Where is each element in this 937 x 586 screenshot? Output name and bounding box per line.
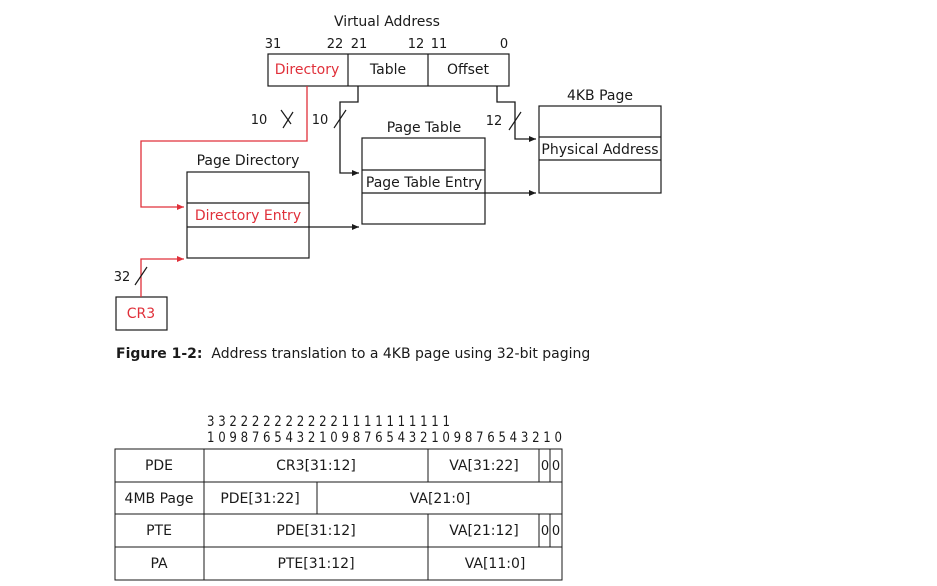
row-pte-zero-2: 0 [552, 524, 560, 539]
figure-caption: Figure 1-2: Address translation to a 4KB… [116, 346, 590, 362]
row-pa-va: VA[11:0] [465, 556, 526, 572]
row-pde-zero-2: 0 [552, 459, 560, 474]
bit-12: 12 [408, 37, 425, 52]
row-name-pa: PA [150, 556, 168, 572]
page-4kb-box [538, 105, 662, 194]
row-pde-zero-1: 0 [541, 459, 549, 474]
offset-width-label: 12 [486, 114, 503, 129]
figure-caption-text: Address translation to a 4KB page using … [211, 346, 591, 362]
table-index-path [339, 86, 359, 176]
page-directory-title: Page Directory [197, 153, 300, 169]
row-name-pte: PTE [146, 523, 172, 539]
row-pde-cr3: CR3[31:12] [276, 458, 356, 474]
bit-21: 21 [351, 37, 368, 52]
row-pa-pte: PTE[31:12] [277, 556, 354, 572]
row-pte-va: VA[21:12] [449, 523, 519, 539]
va-field-directory: Directory [275, 62, 340, 78]
row-4mb-pde: PDE[31:22] [220, 491, 299, 507]
offset-path [496, 86, 536, 142]
cr3-box [115, 296, 168, 331]
row-pte-pde: PDE[31:12] [276, 523, 355, 539]
page-table-entry: Page Table Entry [366, 175, 482, 191]
row-name-pde: PDE [145, 458, 173, 474]
bit-11: 11 [431, 37, 448, 52]
bit-index-tens: 3 3 2 2 2 2 2 2 2 2 2 2 1 1 1 1 1 1 1 1 … [207, 414, 450, 430]
page-4kb-title: 4KB Page [567, 88, 633, 104]
page-table-title: Page Table [387, 120, 462, 136]
row-pte-zero-1: 0 [541, 524, 549, 539]
va-title: Virtual Address [334, 14, 440, 30]
table-width-label: 10 [312, 113, 329, 128]
cr3-path [140, 256, 184, 297]
bit-index-ones: 1 0 9 8 7 6 5 4 3 2 1 0 9 8 7 6 5 4 3 2 … [207, 430, 562, 446]
bit-22: 22 [327, 37, 344, 52]
page-directory-box [186, 171, 310, 259]
va-box [267, 53, 510, 87]
figure-label: Figure 1-2: [116, 346, 203, 362]
bit-0: 0 [500, 37, 508, 52]
directory-index-path [140, 86, 308, 210]
page-table-box [361, 137, 486, 225]
cr3-width-label: 32 [114, 270, 131, 285]
bit-31: 31 [265, 37, 282, 52]
row-pde-va: VA[31:22] [449, 458, 519, 474]
dir-width-label: 10 [251, 113, 268, 128]
row-name-4mb-page: 4MB Page [125, 491, 194, 507]
row-4mb-va: VA[21:0] [410, 491, 471, 507]
va-field-offset: Offset [447, 62, 490, 78]
directory-entry: Directory Entry [195, 208, 301, 224]
physical-address-entry: Physical Address [541, 142, 658, 158]
cr3-label: CR3 [127, 306, 155, 322]
va-field-table: Table [369, 62, 406, 78]
